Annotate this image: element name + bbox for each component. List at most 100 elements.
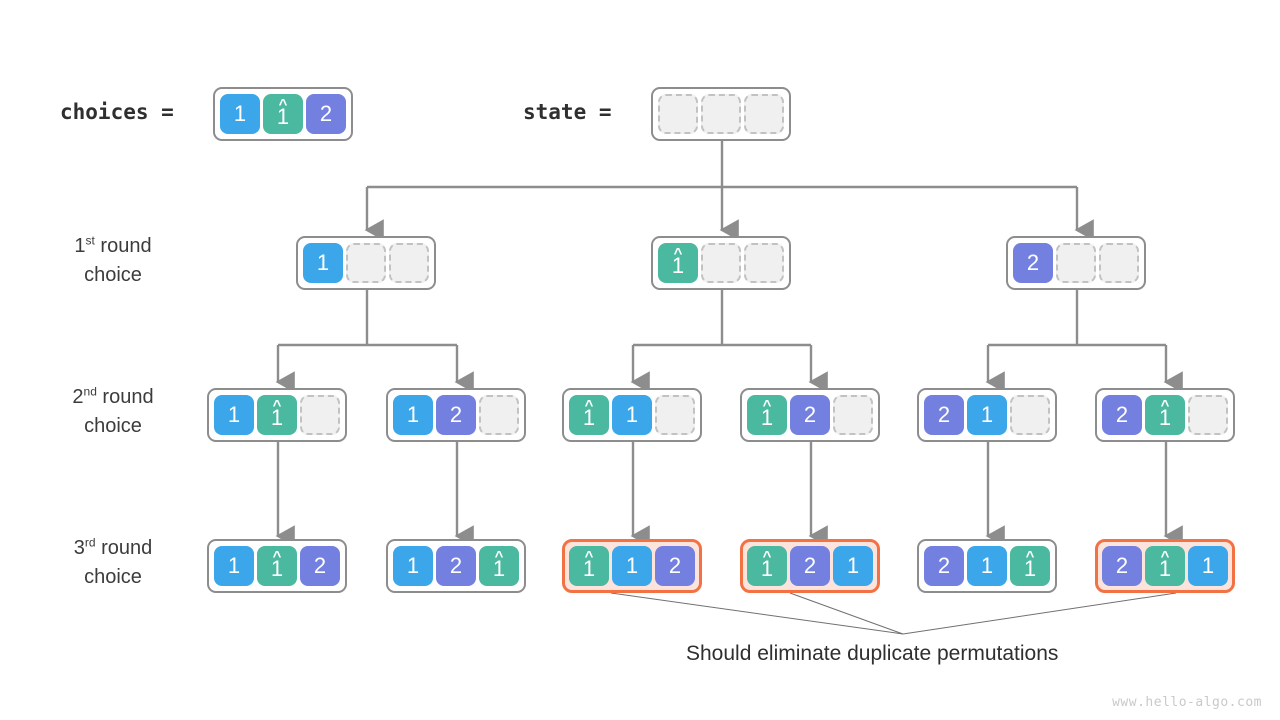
tree-node-duplicate: ^1 2 1 [740,539,880,593]
row-label-line-1: 3rd round [73,535,153,559]
caret-accent-icon: ^ [1160,548,1170,565]
array-cell-value: 1 [967,395,1007,435]
array-cell-value: ^1 [569,546,609,586]
cell-value: 2 [319,101,333,126]
cell-value: 1 [846,553,860,578]
hatted-value: ^1 [257,546,297,586]
array-cell-empty [701,94,741,134]
array-cell-value: 2 [924,546,964,586]
caret-accent-icon: ^ [762,397,772,414]
array-cell-value: ^1 [747,395,787,435]
array-cell-empty [1188,395,1228,435]
array-cell-value: 2 [300,546,340,586]
caret-accent-icon: ^ [278,96,288,113]
cell-value: 1 [582,404,596,430]
caret-accent-icon: ^ [1025,548,1035,565]
row-label-line-2: choice [84,264,142,286]
cell-value: 1 [1158,555,1172,581]
array-cell-value: 2 [1013,243,1053,283]
caption-text: Should eliminate duplicate permutations [686,642,1059,665]
array-cell-empty [1099,243,1139,283]
tree-node: 2 1^1 [917,539,1057,593]
array-cell-empty [389,243,429,283]
array-cell-empty [655,395,695,435]
array-cell-value: 1 [393,395,433,435]
cell-value: 1 [760,404,774,430]
array-cell-value: 2 [655,546,695,586]
tree-node: ^1 2 [740,388,880,442]
array-cell-value: 1 [214,546,254,586]
hatted-value: ^1 [1010,546,1050,586]
cell-value: 1 [406,402,420,427]
array-cell-empty [833,395,873,435]
array-cell-value: 2 [924,395,964,435]
cell-value: 2 [1115,402,1129,427]
hatted-value: ^1 [479,546,519,586]
hatted-value: ^1 [1145,546,1185,586]
cell-value: 1 [582,555,596,581]
cell-value: 2 [937,402,951,427]
array-cell-value: ^1 [1010,546,1050,586]
hatted-value: ^1 [257,395,297,435]
array-cell-value: 2 [790,546,830,586]
array-cell-empty [744,94,784,134]
array-cell-value: 1 [220,94,260,134]
array-cell-value: ^1 [263,94,303,134]
row-label-line-1: 1st round [74,233,152,257]
array-cell-value: ^1 [1145,546,1185,586]
cell-value: 1 [270,555,284,581]
array-cell-empty [744,243,784,283]
array-cell-value: 2 [1102,546,1142,586]
cell-value: 2 [803,553,817,578]
array-cell-value: ^1 [747,546,787,586]
array-cell-value: ^1 [569,395,609,435]
cell-value: 2 [1115,553,1129,578]
cell-value: 1 [316,250,330,275]
cell-value: 1 [270,404,284,430]
row-label-round-3: 3rd round choice [13,534,213,592]
array-cell-value: ^1 [257,395,297,435]
cell-value: 1 [276,103,290,129]
hatted-value: ^1 [1145,395,1185,435]
cell-value: 2 [1026,250,1040,275]
row-label-line-2: choice [84,566,142,588]
caret-accent-icon: ^ [673,245,683,262]
callout-line-2 [789,592,904,635]
array-cell-empty [479,395,519,435]
cell-value: 2 [449,553,463,578]
cell-value: 1 [1201,553,1215,578]
cell-value: 2 [313,553,327,578]
cell-value: 1 [1023,555,1037,581]
caret-accent-icon: ^ [494,548,504,565]
callout-line-1 [610,592,904,635]
array-cell-value: 2 [790,395,830,435]
cell-value: 1 [671,252,685,278]
cell-value: 1 [227,402,241,427]
tree-node: 1 [296,236,436,290]
row-label-ordinal-suffix: st [85,233,95,248]
array-cell-value: 1 [833,546,873,586]
cell-value: 1 [760,555,774,581]
array-cell-value: 1 [612,546,652,586]
tree-node: 1^1 [207,388,347,442]
array-cell-empty [701,243,741,283]
row-label-ordinal-suffix: nd [83,384,97,399]
cell-value: 2 [803,402,817,427]
cell-value: 2 [668,553,682,578]
caret-accent-icon: ^ [584,548,594,565]
hatted-value: ^1 [569,395,609,435]
cell-value: 1 [227,553,241,578]
state-array [651,87,791,141]
array-cell-value: 2 [436,395,476,435]
cell-value: 1 [625,402,639,427]
array-cell-empty [658,94,698,134]
caret-accent-icon: ^ [272,548,282,565]
array-cell-value: 1 [393,546,433,586]
